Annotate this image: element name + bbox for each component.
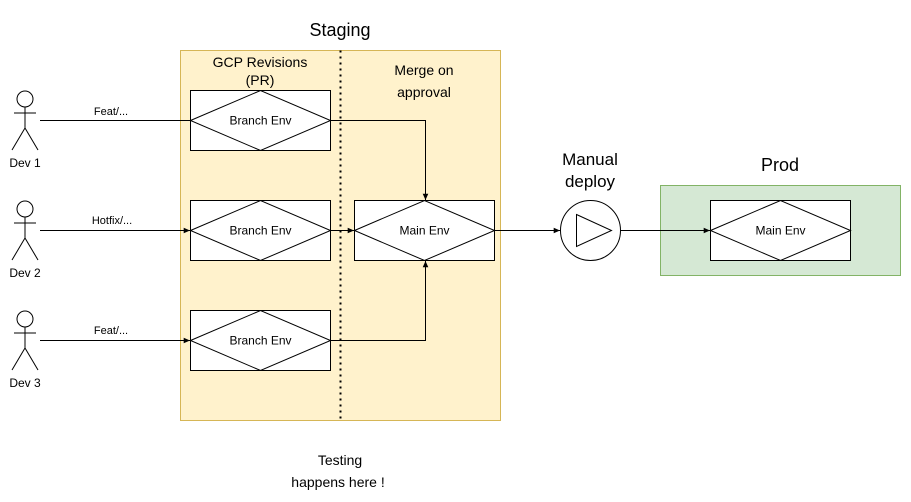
- staging-title: Staging: [309, 20, 370, 40]
- branch-env-1: Branch Env: [189, 89, 332, 152]
- dev-3-branch-label: Feat/...: [94, 325, 128, 337]
- testing-note-line2: happens here !: [291, 474, 384, 490]
- dev-3-head: [16, 310, 34, 328]
- deploy-label-line2: deploy: [565, 172, 616, 191]
- merge-note-line1: Merge on: [394, 62, 453, 78]
- merge-note-line2: approval: [397, 84, 451, 100]
- branch-env-3: Branch Env: [189, 309, 332, 372]
- dev-1-branch-label: Feat/...: [94, 106, 128, 118]
- manual-deploy-play-icon: [560, 200, 621, 261]
- dev-2-branch-label: Hotfix/...: [92, 215, 132, 227]
- staging-main-env-label: Main Env: [399, 224, 449, 238]
- dev-1-head: [16, 90, 34, 108]
- deploy-label-line1: Manual: [562, 150, 618, 169]
- dev-3-actor: [11, 310, 39, 371]
- testing-note-line1: Testing: [318, 452, 362, 468]
- branch-env-2-label: Branch Env: [229, 224, 291, 238]
- branch-env-2: Branch Env: [189, 199, 332, 262]
- prod-title: Prod: [761, 155, 799, 175]
- dev-1-label: Dev 1: [9, 156, 41, 170]
- dev-2-label: Dev 2: [9, 266, 41, 280]
- revisions-title-line2: (PR): [246, 72, 275, 88]
- merge-edge-1: [330, 120, 429, 200]
- branch-env-3-label: Branch Env: [229, 334, 291, 348]
- staging-main-env: Main Env: [353, 199, 496, 262]
- branch-env-1-label: Branch Env: [229, 114, 291, 128]
- revisions-title-line1: GCP Revisions: [213, 54, 308, 70]
- prod-main-env-label: Main Env: [755, 224, 805, 238]
- dev-2-actor: [11, 200, 39, 261]
- merge-edge-3: [330, 261, 429, 341]
- prod-main-env: Main Env: [709, 199, 852, 262]
- dev-2-head: [16, 200, 34, 218]
- dev-1-actor: [11, 90, 39, 151]
- dev-3-label: Dev 3: [9, 376, 41, 390]
